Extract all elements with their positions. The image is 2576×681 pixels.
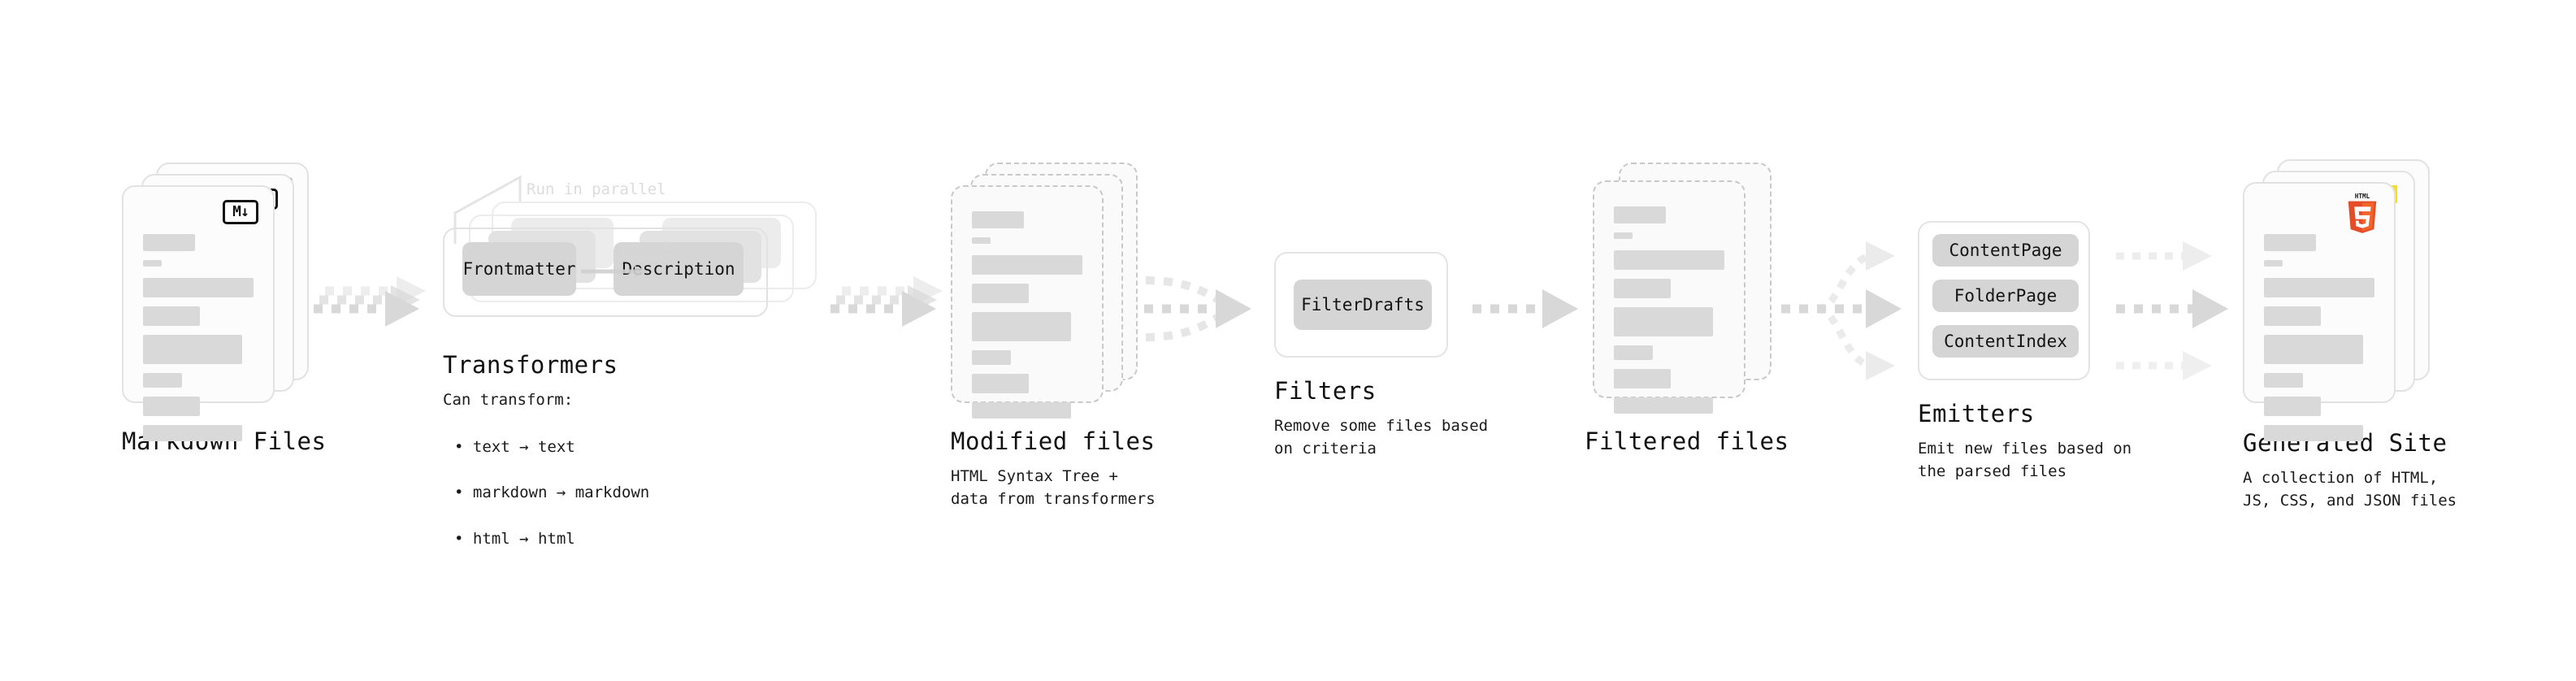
arrow-transformers-to-modified <box>830 276 943 327</box>
file-placeholder-lines <box>2264 234 2374 450</box>
html5-icon: HTML <box>2348 193 2377 233</box>
emitters-box: ContentPage FolderPage ContentIndex <box>1918 221 2090 380</box>
transformer-inner-arrows <box>581 241 679 277</box>
transform-bullet-list: • text → text • markdown → markdown • ht… <box>443 413 833 573</box>
stage-title: Filters <box>1274 377 1377 405</box>
stage-title: Emitters <box>1918 400 2035 427</box>
stage-title: Transformers <box>443 351 618 379</box>
stage-subtitle: Can transform: <box>443 391 574 409</box>
arrow-markdown-to-transformers <box>314 276 426 327</box>
markdown-card-stack: M↓ M↓ M↓ <box>122 163 309 441</box>
emitter-chip-folderpage[interactable]: FolderPage <box>1932 280 2079 312</box>
transform-bullet: • markdown → markdown <box>454 484 650 502</box>
modified-card-front <box>951 185 1104 419</box>
emitter-chip-contentindex[interactable]: ContentIndex <box>1932 325 2079 358</box>
transformer-chip-frontmatter[interactable]: Frontmatter <box>462 242 576 296</box>
stage-modified-files: Modified files HTML Syntax Tree + data f… <box>951 163 1156 510</box>
run-in-parallel-label: Run in parallel <box>527 180 666 198</box>
arrow-filters-to-filtered <box>1472 289 1578 328</box>
stage-title: Modified files <box>951 427 1156 455</box>
filtered-card-front <box>1593 180 1746 414</box>
stage-transformers: Run in parallel Frontmatter Description <box>443 180 833 573</box>
stage-emitters: ContentPage FolderPage ContentIndex Emit… <box>1918 221 2131 483</box>
markdown-badge: M↓ <box>223 200 258 224</box>
emitter-chip-contentpage[interactable]: ContentPage <box>1932 234 2079 267</box>
filter-chip-filterdrafts[interactable]: FilterDrafts <box>1294 280 1432 330</box>
stage-filtered-files: Filtered files <box>1585 163 1789 455</box>
transform-bullet: • html → html <box>454 529 575 548</box>
arrow-modified-to-filters <box>1144 276 1251 341</box>
stage-generated-site: CSS HTML <box>2243 159 2457 512</box>
arrow-filtered-to-emitters <box>1781 241 1902 380</box>
filtered-card-stack <box>1585 163 1772 414</box>
stage-markdown-files: M↓ M↓ M↓ Markdown Files <box>122 163 326 455</box>
transform-bullet: • text → text <box>454 438 575 457</box>
arrow-emitters-to-site <box>2116 241 2228 380</box>
stage-subtitle: Remove some files based on criteria <box>1274 417 1489 458</box>
stage-subtitle: A collection of HTML, JS, CSS, and JSON … <box>2243 469 2457 510</box>
svg-text:HTML: HTML <box>2355 193 2370 200</box>
stage-subtitle: HTML Syntax Tree + data from transformer… <box>951 467 1156 509</box>
modified-card-stack <box>951 163 1138 419</box>
site-card-stack: CSS HTML <box>2243 159 2438 441</box>
markdown-card-front: M↓ <box>122 185 275 441</box>
file-placeholder-lines <box>972 211 1082 427</box>
transformers-stack: Frontmatter Description <box>443 187 833 333</box>
filters-box: FilterDrafts <box>1274 252 1448 358</box>
stage-filters: FilterDrafts Filters Remove some files b… <box>1274 252 1488 460</box>
stage-subtitle: Emit new files based on the parsed files <box>1918 440 2132 481</box>
site-card-front-html: HTML <box>2243 182 2396 441</box>
stage-title: Filtered files <box>1585 427 1789 455</box>
file-placeholder-lines <box>1614 206 1724 423</box>
file-placeholder-lines <box>143 234 254 450</box>
